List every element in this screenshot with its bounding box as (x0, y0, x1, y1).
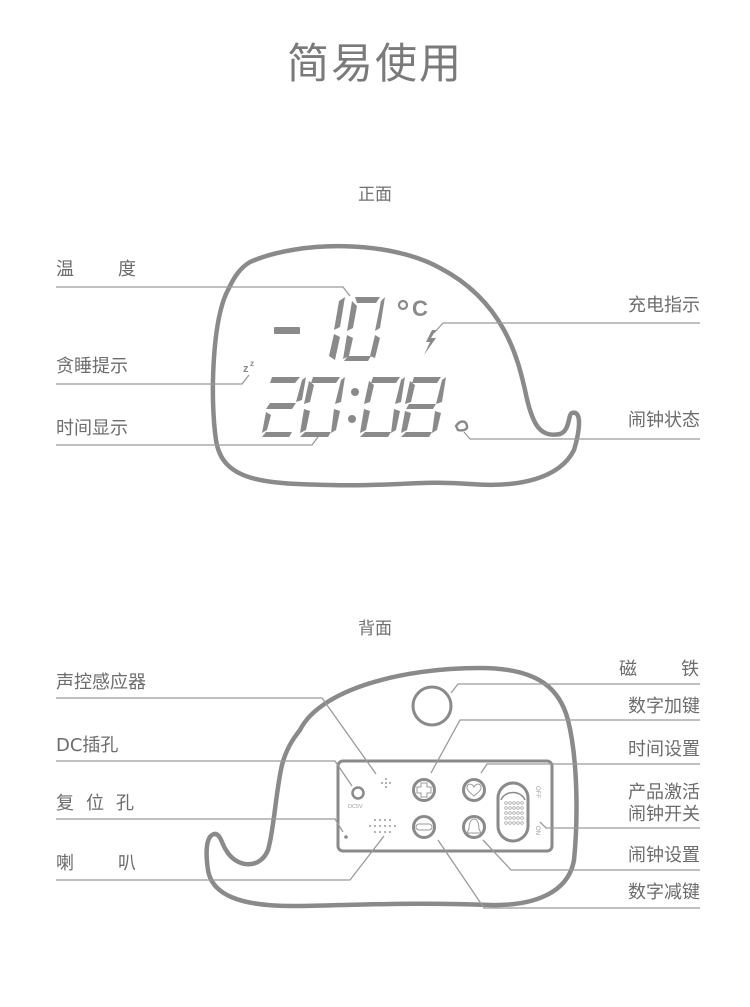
label-activate-line2: 闹钟开关 (628, 804, 700, 825)
degree-icon (397, 299, 409, 311)
label-snooze: 贪睡提示 (56, 356, 128, 377)
leader-time (56, 436, 319, 446)
leader-dc-jack (56, 760, 353, 787)
label-activate-line1: 产品激活 (628, 782, 700, 803)
label-reset-hole: 复 位 孔 (56, 793, 134, 814)
time-setting-button[interactable] (462, 778, 486, 802)
back-section-title: 背面 (358, 619, 392, 639)
leader-activate (539, 821, 700, 829)
leader-alarm-setting (482, 839, 700, 871)
leader-sound-sensor (56, 697, 377, 775)
leader-snooze (56, 374, 250, 385)
page-title: 简易使用 (286, 39, 463, 88)
leader-plus (430, 719, 700, 774)
reset-hole-icon (344, 835, 348, 839)
label-magnet: 磁 铁 (619, 659, 699, 680)
lcd-time (262, 377, 446, 437)
label-sound-sensor: 声控感应器 (56, 672, 146, 693)
alarm-switch[interactable] (496, 781, 530, 843)
bell-icon (454, 420, 469, 432)
back-whale-outline (204, 665, 579, 909)
switch-on-label: ON (534, 826, 540, 835)
label-charging: 充电指示 (628, 295, 700, 316)
lightning-icon (424, 330, 436, 355)
bell-icon (466, 818, 482, 834)
front-section-title: 正面 (358, 185, 392, 205)
heart-icon (466, 783, 482, 797)
label-temperature: 温 度 (56, 259, 136, 280)
svg-text:z: z (250, 359, 254, 368)
zz-icon: z (243, 363, 249, 375)
leader-reset (56, 818, 344, 833)
label-alarm-status: 闹钟状态 (628, 410, 700, 431)
leader-magnet (450, 683, 700, 694)
label-time-display: 时间显示 (56, 418, 128, 439)
minus-icon (415, 823, 433, 831)
label-minus-key: 数字减键 (628, 882, 700, 903)
magnet-icon (411, 685, 453, 727)
alarm-setting-button[interactable] (462, 815, 486, 839)
speaker-icon (369, 819, 396, 833)
leader-speaker (56, 835, 385, 881)
label-plus-key: 数字加键 (628, 696, 700, 717)
label-alarm-setting: 闹钟设置 (628, 845, 700, 866)
celsius-unit: C (412, 296, 428, 321)
minus-button[interactable] (412, 815, 436, 839)
label-time-setting: 时间设置 (628, 739, 700, 760)
leader-minus (437, 839, 700, 909)
leader-temperature (56, 286, 351, 297)
dc-label: DC5V (348, 804, 363, 810)
lcd-temperature (274, 297, 385, 361)
label-dc-jack: DC插孔 (56, 735, 119, 756)
leader-charging (433, 322, 700, 334)
control-panel (336, 759, 554, 853)
leader-alarm (463, 431, 700, 440)
dc-jack-icon (351, 786, 365, 800)
plus-icon (416, 782, 432, 798)
label-speaker: 喇 叭 (56, 853, 136, 874)
sound-sensor-icon (381, 778, 391, 788)
plus-button[interactable] (412, 778, 436, 802)
front-whale-outline (210, 243, 582, 488)
switch-off-label: OFF (534, 786, 540, 798)
leader-time-setting (480, 763, 700, 774)
